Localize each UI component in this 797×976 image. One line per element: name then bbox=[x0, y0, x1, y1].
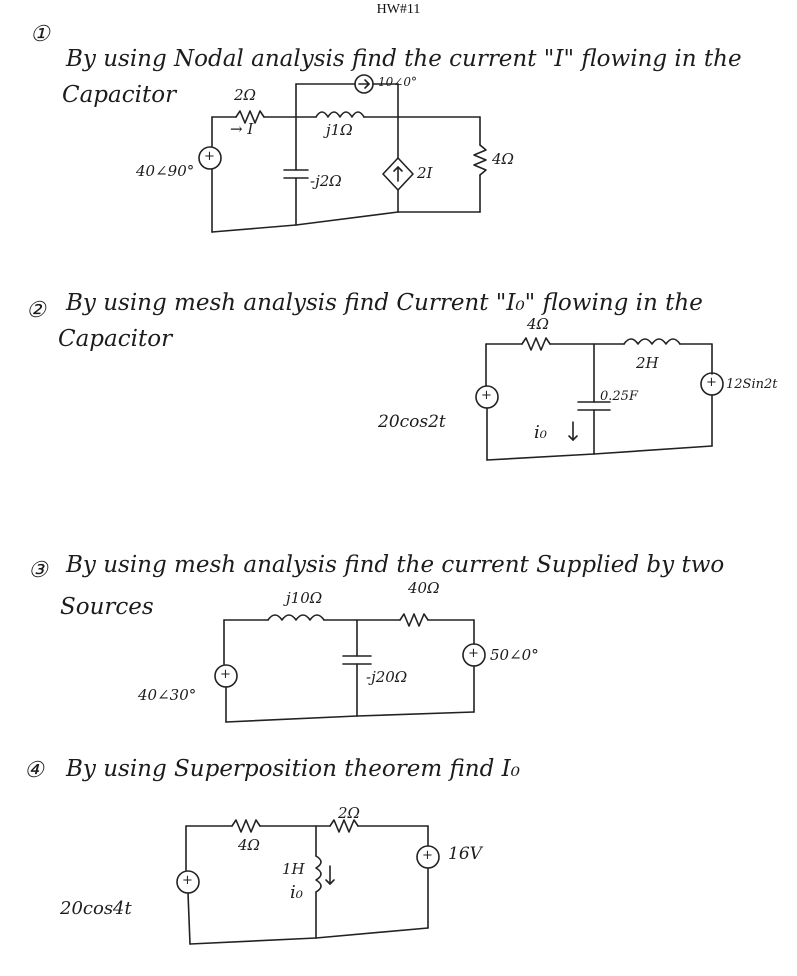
p1-inductor-j1 bbox=[315, 111, 365, 118]
p3-left-source-label: 40∠30° bbox=[138, 686, 197, 704]
p4-inductor-1h bbox=[315, 855, 322, 893]
p2-left-sign: + bbox=[481, 388, 492, 403]
p2-inductor-2h bbox=[623, 338, 681, 345]
problem-3-text-line1: By using mesh analysis find the current … bbox=[66, 552, 725, 578]
p2-wire bbox=[593, 445, 713, 455]
p1-inductor-label: j1Ω bbox=[326, 121, 353, 139]
problem-2-text-line2: Capacitor bbox=[58, 326, 173, 352]
p4-left-source-label: 20cos4t bbox=[60, 898, 132, 919]
p4-right-sign: + bbox=[422, 848, 433, 863]
p3-right-sign: + bbox=[468, 646, 479, 661]
p1-arrow-head bbox=[364, 79, 370, 89]
p1-dep-arrow-head bbox=[393, 166, 403, 172]
p1-resistor-4ohm bbox=[473, 144, 487, 176]
p3-capacitor-label: -j20Ω bbox=[366, 668, 408, 686]
p2-io-arrow-head bbox=[568, 435, 578, 441]
p2-right-sign: + bbox=[706, 375, 717, 390]
p3-resistor-40ohm bbox=[399, 613, 429, 627]
p4-wire bbox=[315, 927, 429, 939]
page-header-title: HW#11 bbox=[376, 2, 421, 17]
p2-capacitor-label: 0.25F bbox=[600, 389, 638, 404]
problem-3-number: ③ bbox=[28, 558, 48, 583]
p1-wire bbox=[211, 224, 297, 233]
p4-resistor-4ohm bbox=[231, 819, 261, 833]
p2-wire bbox=[486, 453, 595, 461]
p2-r4-label: 4Ω bbox=[527, 315, 549, 333]
p3-wire bbox=[356, 711, 475, 717]
p3-wire bbox=[225, 715, 358, 723]
p1-wire bbox=[295, 211, 399, 226]
p3-r40-label: 40Ω bbox=[408, 579, 440, 597]
p3-left-sign: + bbox=[220, 667, 231, 682]
p2-io-label: i₀ bbox=[534, 422, 547, 443]
problem-2-text-line1: By using mesh analysis find Current "I₀"… bbox=[66, 290, 703, 316]
p1-source-sign: + bbox=[204, 149, 215, 164]
p1-dep-source-label: 2I bbox=[417, 164, 433, 182]
problem-1-text-line2: Capacitor bbox=[62, 82, 177, 108]
p3-right-source-label: 50∠0° bbox=[490, 646, 539, 664]
p1-r2-label: 2Ω bbox=[234, 86, 256, 104]
p4-io-arrow-head bbox=[325, 879, 335, 885]
problem-1-number: ① bbox=[30, 22, 50, 47]
p4-wire bbox=[189, 937, 317, 945]
p1-current-label: → I bbox=[230, 120, 254, 138]
p2-right-source-label: 12Sin2t bbox=[726, 377, 778, 392]
p4-wire bbox=[187, 892, 191, 945]
p4-io-label: i₀ bbox=[290, 882, 303, 903]
problem-3-text-line2: Sources bbox=[60, 594, 154, 620]
problem-2-number: ② bbox=[26, 298, 46, 323]
p2-inductor-label: 2H bbox=[636, 354, 659, 372]
p3-inductor-label: j10Ω bbox=[286, 589, 323, 607]
p4-left-sign: + bbox=[182, 873, 193, 888]
p4-resistor-2ohm bbox=[329, 819, 359, 833]
p1-capacitor-label: -j2Ω bbox=[310, 172, 342, 190]
problem-4-number: ④ bbox=[24, 758, 44, 783]
p4-r4-label: 4Ω bbox=[238, 836, 260, 854]
problem-1-text-line1: By using Nodal analysis find the current… bbox=[66, 46, 742, 72]
p1-top-source-label: 10∠0° bbox=[378, 75, 417, 89]
p1-r4-label: 4Ω bbox=[492, 150, 514, 168]
p1-source-label: 40∠90° bbox=[136, 162, 195, 180]
p1-voltage-source bbox=[198, 146, 222, 170]
p3-inductor-j10 bbox=[267, 614, 325, 621]
p4-r2-label: 2Ω bbox=[338, 804, 360, 822]
p2-resistor-4ohm bbox=[521, 337, 551, 351]
p4-inductor-label: 1H bbox=[282, 860, 305, 878]
problem-4-text-line1: By using Superposition theorem find I₀ bbox=[66, 756, 520, 782]
p2-left-source-label: 20cos2t bbox=[378, 412, 446, 432]
p1-resistor-2ohm bbox=[235, 110, 265, 124]
p4-right-source-label: 16V bbox=[448, 844, 482, 864]
